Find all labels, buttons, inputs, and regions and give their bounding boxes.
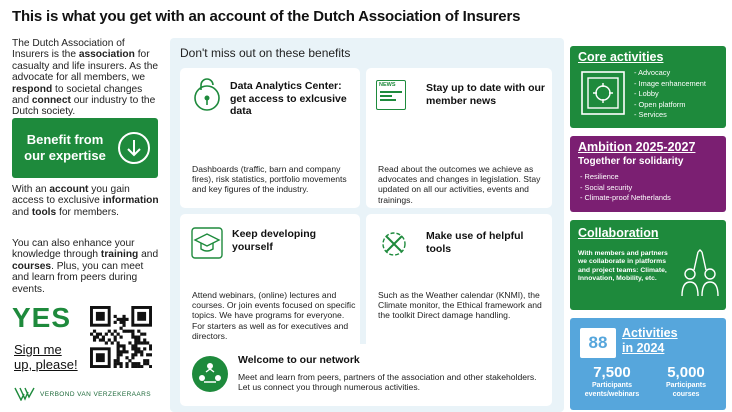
- ambition-item: Social security: [580, 183, 671, 194]
- card-network[interactable]: Welcome to our network Meet and learn fr…: [180, 344, 552, 406]
- activities-count: 88: [580, 328, 616, 358]
- text-run: tools: [31, 206, 57, 218]
- card-news-body: Read about the outcomes we achieve as ad…: [378, 164, 541, 205]
- stat1-label: Participants events/webinars: [584, 382, 640, 398]
- card-helpful-tools[interactable]: Make use of helpful tools Such as the We…: [366, 214, 552, 366]
- card-develop-title: Keep developing yourself: [232, 228, 317, 253]
- card-news-title: Stay up to date with our member news: [426, 82, 546, 107]
- card-data-analytics[interactable]: Data Analytics Center: get access to exl…: [180, 68, 360, 208]
- text-run: information: [102, 195, 159, 207]
- card-develop-body: Attend webinars, (online) lectures and c…: [192, 290, 356, 341]
- graduation-cap-icon: [191, 227, 223, 259]
- card-data-body: Dashboards (traffic, barn and company fi…: [192, 164, 347, 195]
- card-member-news[interactable]: NEWS Stay up to date with our member new…: [366, 68, 552, 208]
- text-run: for casualty and life insurers. As the a…: [12, 49, 159, 84]
- enhance-text: You can also enhance your knowledge thro…: [12, 238, 162, 295]
- stat1-number: 7,500: [593, 364, 631, 381]
- network-people-icon: [192, 356, 228, 392]
- activities-box: 88 Activities in 2024 7,500 Participants…: [570, 318, 726, 410]
- newspaper-icon: NEWS: [376, 80, 406, 110]
- collab-title[interactable]: Collaboration: [578, 226, 659, 240]
- high-five-icon: [681, 249, 719, 297]
- qr-code-icon[interactable]: [90, 306, 152, 368]
- ambition-subtitle: Together for solidarity: [578, 156, 684, 167]
- verbond-logo: VERBOND VAN VERZEKERAARS: [14, 387, 151, 401]
- text-run: and: [12, 206, 32, 218]
- text-run: You can also enhance your knowledge thro…: [12, 238, 135, 261]
- card-tools-body: Such as the Weather calendar (KNMI), the…: [378, 290, 542, 321]
- logo-mark-icon: [14, 387, 35, 401]
- core-title[interactable]: Core activities: [578, 50, 664, 64]
- ambition-item: Resilience: [580, 172, 671, 183]
- tools-gear-icon: [382, 232, 406, 256]
- text-run: to societal changes and: [12, 83, 143, 107]
- stat2-number: 5,000: [667, 364, 705, 381]
- core-item: Services: [634, 110, 706, 121]
- card-data-title: Data Analytics Center: get access to exl…: [230, 80, 347, 117]
- text-run: for members.: [56, 206, 120, 218]
- text-run: courses: [12, 260, 52, 272]
- benefit-from-expertise-button[interactable]: Benefit from our expertise: [12, 118, 158, 178]
- benefits-heading: Don't miss out on these benefits: [180, 46, 351, 60]
- core-item: Advocacy: [634, 68, 706, 79]
- ambition-list: Resilience Social security Climate-proof…: [580, 172, 671, 204]
- sign-me-up-link[interactable]: Sign me up, please!: [14, 342, 78, 372]
- text-run: account: [49, 184, 89, 195]
- text-run: connect: [31, 95, 71, 107]
- text-run: With an: [12, 184, 50, 195]
- core-list: Advocacy Image enhancement Lobby Open pl…: [634, 68, 706, 121]
- yes-heading: YES: [12, 302, 72, 333]
- text-run: respond: [12, 83, 53, 95]
- ambition-item: Climate-proof Netherlands: [580, 193, 671, 204]
- ambition-box: Ambition 2025-2027 Together for solidari…: [570, 136, 726, 212]
- text-run: The Dutch Association of Insurers is the: [12, 38, 125, 61]
- stat2-label: Participants courses: [665, 382, 707, 398]
- text-run: you gain access to exclusive: [12, 184, 130, 207]
- benefits-panel: Don't miss out on these benefits Data An…: [170, 38, 564, 412]
- ambition-title[interactable]: Ambition 2025-2027: [578, 140, 696, 154]
- collab-body: With members and partners we collaborate…: [578, 250, 668, 283]
- core-item: Lobby: [634, 89, 706, 100]
- text-run: and: [138, 249, 159, 261]
- account-text: With an account you gain access to exclu…: [12, 184, 162, 218]
- text-run: . Plus, you can meet and learn from peer…: [12, 260, 144, 295]
- text-run: association: [78, 49, 135, 61]
- core-item: Open platform: [634, 100, 706, 111]
- text-run: our industry to the Dutch society.: [12, 95, 156, 118]
- card-network-title: Welcome to our network: [238, 354, 360, 366]
- benefit-button-label: Benefit from our expertise: [24, 132, 106, 163]
- logo-text: VERBOND VAN VERZEKERAARS: [40, 390, 151, 398]
- safe-icon: [581, 71, 625, 115]
- intro-text: The Dutch Association of Insurers is the…: [12, 38, 162, 118]
- collaboration-box: Collaboration With members and partners …: [570, 220, 726, 310]
- core-item: Image enhancement: [634, 79, 706, 90]
- activities-title[interactable]: Activities in 2024: [622, 326, 678, 355]
- card-keep-developing[interactable]: Keep developing yourself Attend webinars…: [180, 214, 360, 366]
- card-tools-title: Make use of helpful tools: [426, 230, 524, 255]
- lock-icon: [194, 78, 220, 111]
- arrow-down-circle-icon: [118, 132, 150, 164]
- page-title: This is what you get with an account of …: [12, 8, 521, 25]
- news-badge: NEWS: [379, 82, 396, 88]
- card-network-body: Meet and learn from peers, partners of t…: [238, 372, 537, 393]
- core-activities-box: Core activities Advocacy Image enhanceme…: [570, 46, 726, 128]
- text-run: training: [100, 249, 139, 261]
